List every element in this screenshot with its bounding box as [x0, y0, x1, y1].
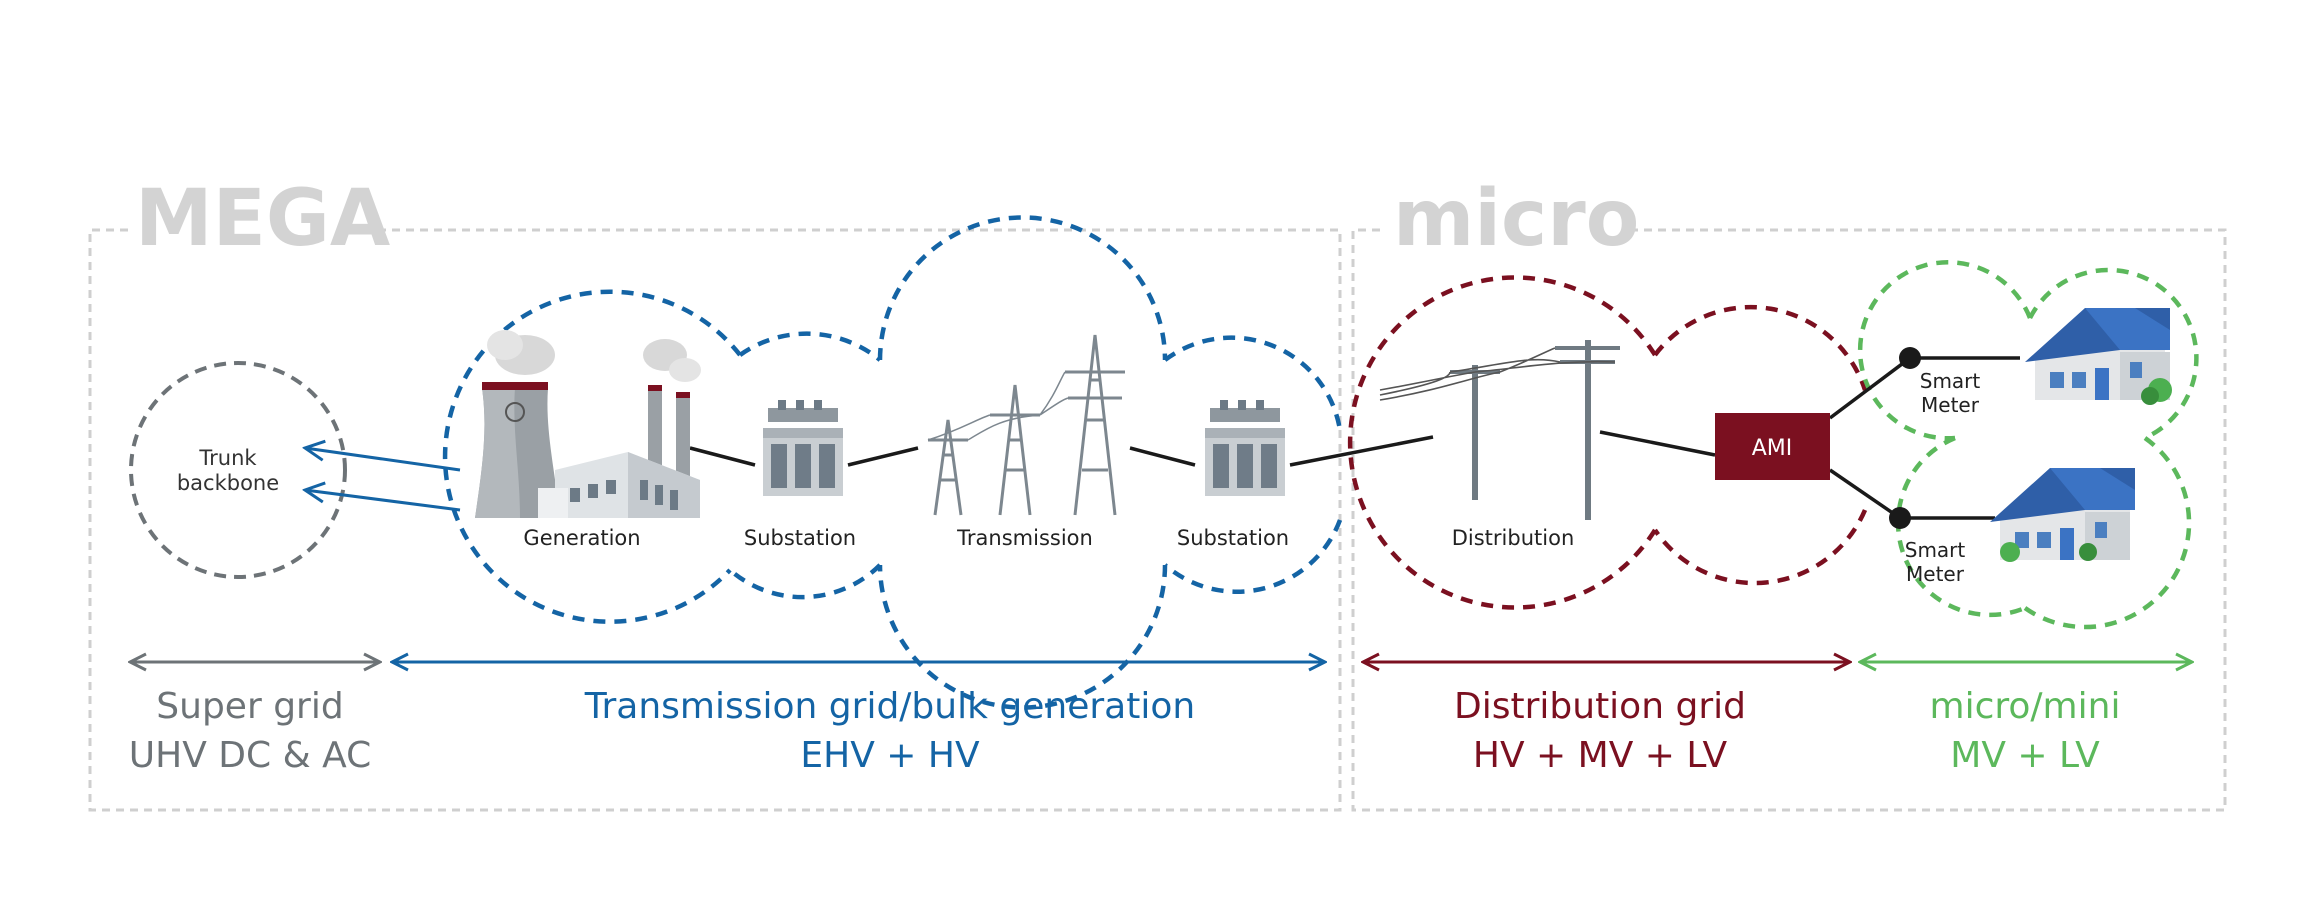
- micro-section-frame: [1351, 228, 2227, 812]
- micro-title: micro: [1393, 174, 1639, 264]
- micro-label-1: micro/mini: [1930, 686, 2121, 727]
- ami-box: [1715, 413, 1830, 480]
- super-grid-label-2: UHV DC & AC: [129, 735, 371, 776]
- micro-cloud-bottom: [1895, 435, 2192, 630]
- mega-title: MEGA: [135, 174, 390, 264]
- substation-label-2: Substation: [1177, 526, 1289, 550]
- ami-label: AMI: [1752, 436, 1793, 461]
- trunk-arrow-2: [305, 490, 461, 512]
- power-plant-icon: [475, 330, 701, 518]
- smart-meter-top-label-1: Smart: [1920, 369, 1981, 393]
- smart-meter-top-label-2: Meter: [1921, 393, 1980, 417]
- substation-label-1: Substation: [744, 526, 856, 550]
- trunk-arrow-1: [305, 448, 461, 472]
- micro-cloud-top: [1857, 260, 2199, 441]
- house-icon-bottom: [1990, 468, 2135, 562]
- micro-label-2: MV + LV: [1950, 735, 2100, 776]
- trunk-backbone-circle: [129, 361, 347, 579]
- transmission-grid-label-1: Transmission grid/bulk generation: [584, 686, 1195, 727]
- smart-meter-node-bottom: [1889, 507, 1911, 529]
- distribution-label: Distribution: [1452, 526, 1575, 550]
- transmission-cloud: [442, 215, 1343, 710]
- transmission-towers-icon: [927, 334, 1125, 516]
- substation-icon-2: [1205, 400, 1285, 496]
- transmission-grid-label-2: EHV + HV: [800, 735, 980, 776]
- trunk-label-line1: Trunk: [198, 446, 257, 470]
- smart-meter-bottom-label-1: Smart: [1905, 538, 1966, 562]
- connection-lines: [689, 356, 2020, 520]
- house-icon-top: [2025, 308, 2172, 405]
- distribution-grid-label-1: Distribution grid: [1454, 686, 1746, 727]
- distribution-grid-label-2: HV + MV + LV: [1473, 735, 1728, 776]
- distribution-cloud: [1347, 275, 1868, 610]
- trunk-label-line2: backbone: [177, 471, 279, 495]
- substation-icon-1: [763, 400, 843, 496]
- transmission-label: Transmission: [956, 526, 1093, 550]
- super-grid-label-1: Super grid: [156, 686, 343, 727]
- smart-meter-node-top: [1899, 347, 1921, 369]
- smart-meter-bottom-label-2: Meter: [1906, 562, 1965, 586]
- mega-section-frame: [88, 228, 1342, 812]
- generation-label: Generation: [523, 526, 640, 550]
- distribution-poles-icon: [1379, 340, 1620, 520]
